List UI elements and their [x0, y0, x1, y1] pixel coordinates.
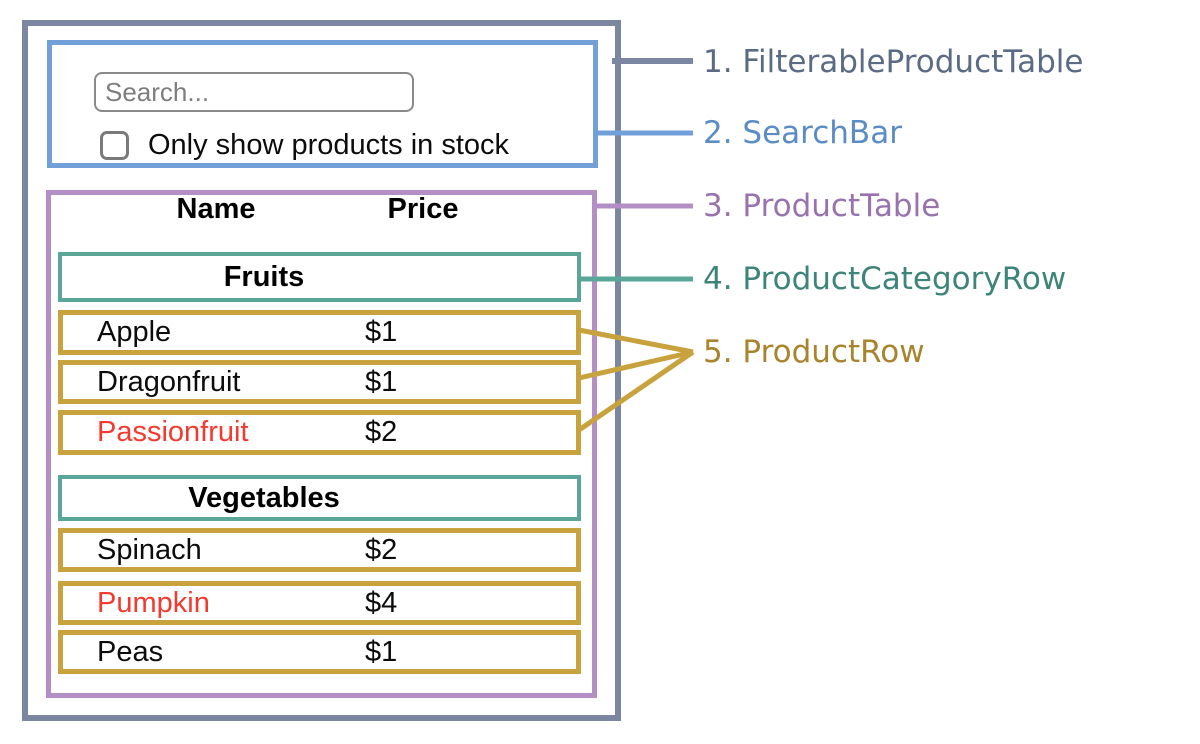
- column-header-price: Price: [387, 193, 459, 225]
- in-stock-filter-row: Only show products in stock: [100, 128, 510, 161]
- product-row-spinach: Spinach $2: [58, 528, 581, 572]
- category-label: Vegetables: [188, 481, 340, 514]
- product-price: $2: [365, 416, 398, 448]
- product-row-apple: Apple $1: [58, 310, 581, 355]
- search-bar-box: Only show products in stock: [47, 40, 598, 168]
- product-row-peas: Peas $1: [58, 630, 581, 674]
- product-name: Passionfruit: [97, 416, 249, 448]
- product-row-passionfruit: Passionfruit $2: [58, 410, 581, 455]
- product-price: $1: [365, 635, 398, 668]
- product-table-box: Name Price Fruits Apple $1 Dragonfruit $…: [46, 190, 597, 698]
- product-row-dragonfruit: Dragonfruit $1: [58, 360, 581, 404]
- product-category-row-fruits: Fruits: [58, 252, 581, 302]
- category-label: Fruits: [223, 260, 305, 293]
- label-product-row: 5. ProductRow: [703, 334, 925, 370]
- label-product-category-row: 4. ProductCategoryRow: [703, 261, 1067, 297]
- in-stock-checkbox[interactable]: [100, 130, 129, 160]
- product-name: Dragonfruit: [97, 365, 241, 398]
- product-price: $2: [365, 533, 398, 566]
- label-filterable-product-table: 1. FilterableProductTable: [703, 44, 1084, 80]
- label-product-table: 3. ProductTable: [703, 188, 941, 224]
- product-name: Pumpkin: [97, 586, 210, 619]
- label-search-bar: 2. SearchBar: [703, 115, 902, 151]
- product-name: Apple: [97, 316, 172, 348]
- product-category-row-vegetables: Vegetables: [58, 475, 581, 521]
- product-price: $4: [365, 586, 398, 619]
- product-name: Peas: [97, 635, 164, 668]
- in-stock-checkbox-label: Only show products in stock: [148, 128, 510, 161]
- product-row-pumpkin: Pumpkin $4: [58, 581, 581, 625]
- product-price: $1: [365, 316, 398, 348]
- product-name: Spinach: [97, 533, 202, 566]
- product-price: $1: [365, 365, 398, 398]
- column-header-name: Name: [176, 193, 256, 225]
- search-input[interactable]: [94, 72, 414, 112]
